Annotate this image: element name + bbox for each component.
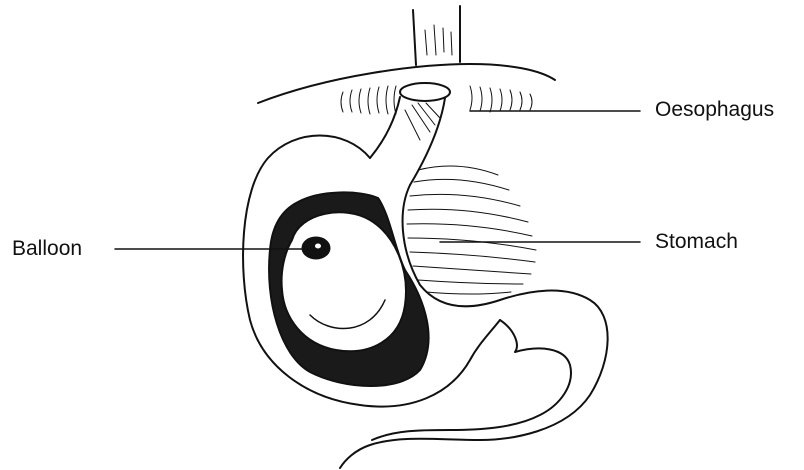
stomach-hatching <box>407 166 536 294</box>
hiatus-opening <box>400 83 450 101</box>
stomach-label: Stomach <box>655 231 738 252</box>
balloon-valve-center <box>315 244 321 249</box>
oesophagus-lower <box>370 97 445 185</box>
oesophagus-label: Oesophagus <box>655 99 774 120</box>
balloon-label: Balloon <box>12 238 82 259</box>
stomach-curvature <box>403 185 500 306</box>
balloon-valve <box>302 237 330 259</box>
oesophagus-upper <box>413 6 460 65</box>
